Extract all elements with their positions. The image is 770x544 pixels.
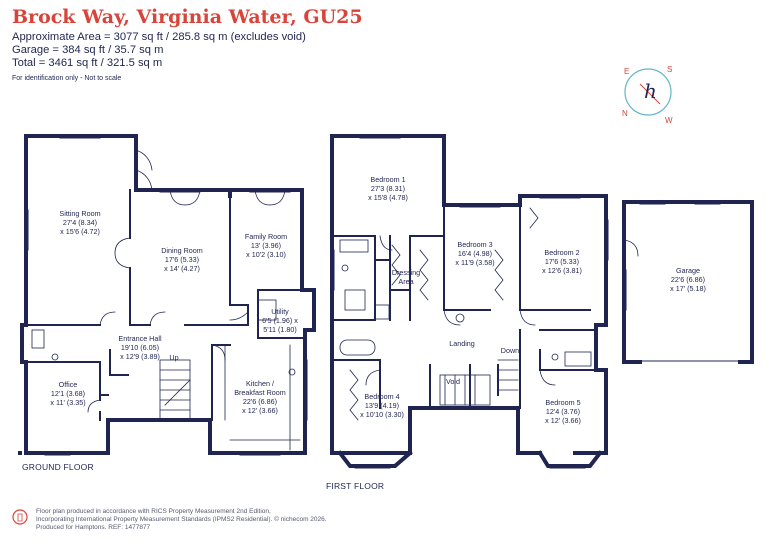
- first-floor-outer-walls: [330, 134, 608, 455]
- logo-letter: h: [644, 79, 657, 103]
- garage-windows: [622, 200, 741, 362]
- first-floor-doors: [365, 235, 556, 386]
- garage-area-text: Garage = 384 sq ft / 35.7 sq m: [12, 44, 164, 56]
- ground-floor-label: GROUND FLOOR: [22, 462, 94, 472]
- first-stairs: [439, 359, 519, 406]
- first-floor-windows: [330, 134, 609, 469]
- total-area-text: Total = 3461 sq ft / 321.5 sq m: [12, 57, 163, 69]
- stairs-down-label: Down: [500, 346, 520, 355]
- ground-floor-windows: [24, 134, 308, 456]
- kitchen-units: [224, 299, 301, 451]
- property-title: Brock Way, Virginia Water, GU25: [12, 6, 363, 28]
- first-floor-label: FIRST FLOOR: [326, 481, 385, 491]
- void-label: Void: [446, 377, 460, 386]
- stairs-up-label: Up: [169, 353, 179, 362]
- garage-door-arc: [623, 239, 639, 257]
- first-bathrooms: [339, 239, 592, 367]
- ground-wc: [31, 329, 59, 361]
- compass-logo: h N E S W: [622, 65, 673, 125]
- compass-e: E: [624, 67, 629, 76]
- garage-walls: [622, 200, 754, 364]
- approx-area-text: Approximate Area = 3077 sq ft / 285.8 sq…: [12, 31, 306, 43]
- compass-s: S: [667, 65, 672, 74]
- compass-n: N: [622, 109, 628, 118]
- compass-w: W: [665, 116, 673, 125]
- wardrobes: [349, 207, 539, 421]
- ground-floor-outer-walls: [20, 134, 316, 455]
- ground-floor-doors: [87, 149, 286, 413]
- first-floor-bays: [18, 450, 603, 468]
- ground-stairs: [159, 359, 191, 421]
- identification-note: For identification only - Not to scale: [12, 75, 122, 82]
- location-pin-icon: [12, 509, 28, 525]
- footer-text: Floor plan produced in accordance with R…: [36, 508, 327, 531]
- ground-floor-internal-walls: [25, 189, 306, 421]
- first-floor-internal-walls: [331, 204, 597, 409]
- room-landing: Landing: [449, 339, 475, 348]
